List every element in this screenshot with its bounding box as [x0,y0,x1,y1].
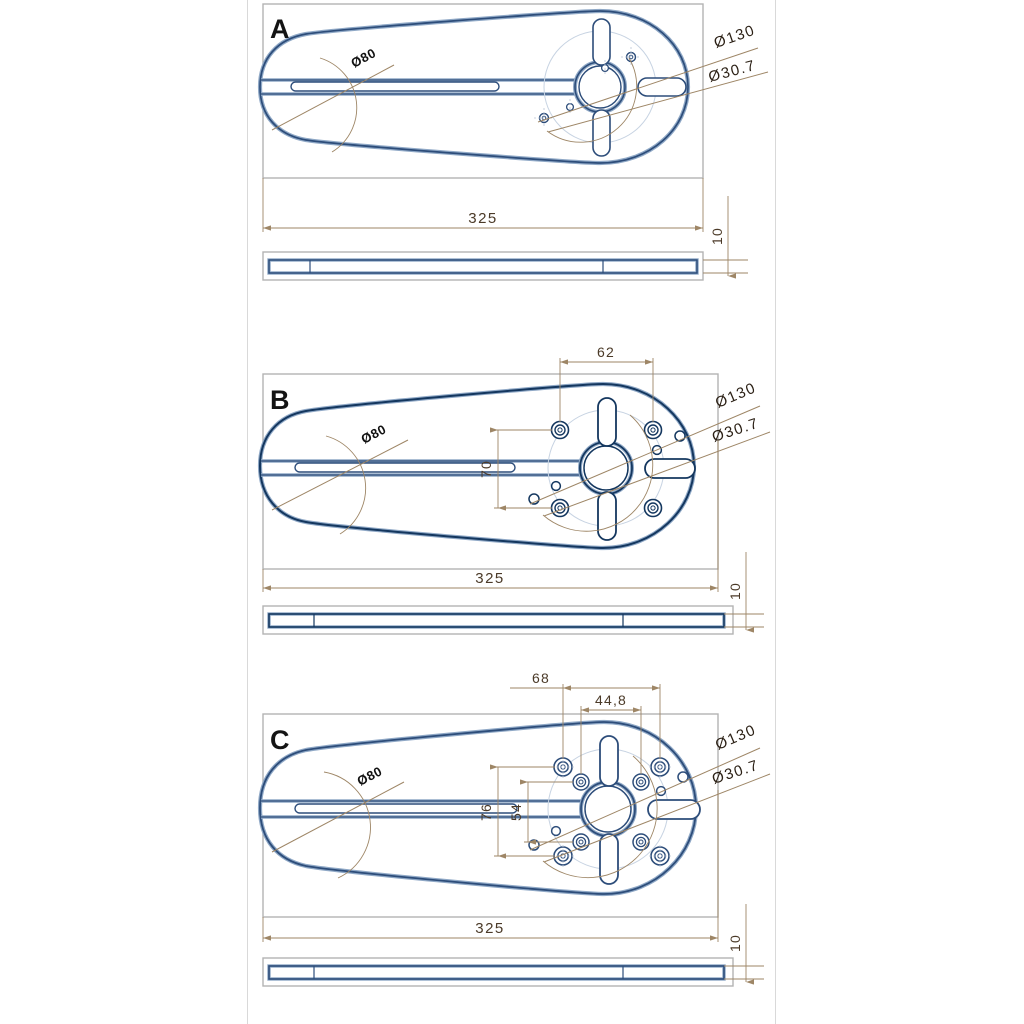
dim-76-c [489,764,555,859]
kidney-slots-c [599,735,701,885]
dia80-leader-c [271,771,405,879]
diameter-leaders-b [529,405,771,532]
dim-label-325-a: 325 [468,210,498,227]
view-b-drawing: Ø130 Ø30.7 Ø80 62 70 [257,344,771,635]
view-letter-c: C [270,725,290,755]
view-letter-b: B [270,385,290,415]
dim-label-62-b: 62 [597,344,615,360]
dia80-leader-b [271,435,409,535]
dim-label-10-c: 10 [727,934,743,952]
dim-label-10-a: 10 [709,227,725,245]
dim-70-b [489,427,552,511]
dim-label-70-b: 70 [478,460,494,478]
dim-68-c [510,684,661,759]
side-elevation-b [262,605,734,635]
side-elevation-c [262,957,734,987]
callout-dia-130-a: Ø130 [712,22,758,52]
dim-44-8-c [580,706,642,774]
dim-label-76-c: 76 [478,803,494,821]
view-c-drawing: Ø130 Ø30.7 Ø80 68 44,8 [257,670,771,987]
view-panel-a: A [248,0,775,310]
dim-10-a [703,196,748,279]
center-slot-a [290,81,500,92]
side-elevation-a [262,251,704,281]
view-panel-c: C [248,670,775,1024]
diameter-leaders-a [537,47,769,143]
plain-holes-b [528,430,686,505]
drawing-paper: A [248,0,775,1024]
dim-label-325-c: 325 [475,920,505,937]
dim-label-68-c: 68 [532,670,550,686]
central-bore-a [573,60,627,114]
dim-325-c [262,790,719,942]
central-bore-c [579,780,637,838]
page-rule-right [775,0,776,1024]
kidney-slots-a [592,18,687,157]
page-rule-left [247,0,248,1024]
callout-dia-130-b: Ø130 [713,379,759,411]
diameter-leaders-c [529,747,771,879]
view-a-drawing: Ø130 Ø30.7 Ø80 325 [257,3,769,281]
center-channel-a [261,78,600,96]
counterbored-holes-b [550,420,663,518]
view-panel-b: B [248,340,775,650]
dim-62-b [559,358,654,422]
dim-label-10-b: 10 [727,582,743,600]
dim-10-b [724,552,764,633]
center-channel-b [261,459,604,477]
centre-marks-a [534,47,641,128]
dim-325-a [262,178,704,232]
dim-label-325-b: 325 [475,570,505,587]
dim-10-c [724,904,764,985]
dia80-leader-a [271,57,395,153]
view-letter-a: A [270,14,290,44]
dim-label-54-c: 54 [508,803,524,821]
dim-325-b [262,440,719,592]
callout-dia-130-c: Ø130 [713,721,759,753]
dim-label-44-8-c: 44,8 [595,692,627,708]
dim-54-c [519,779,573,845]
kidney-slots-b [597,397,696,541]
